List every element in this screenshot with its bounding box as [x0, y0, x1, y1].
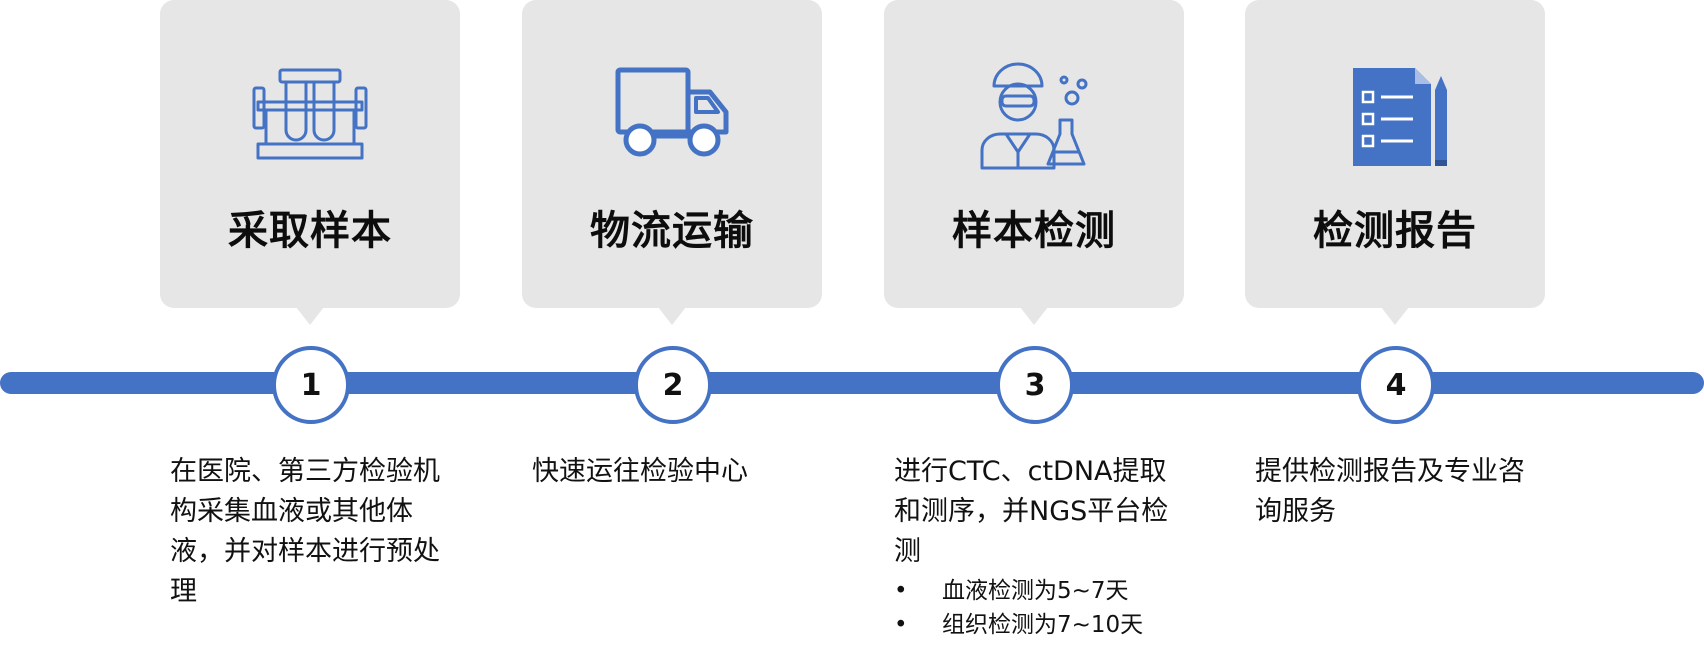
step-number-badge: 1	[272, 346, 350, 424]
description-text: 在医院、第三方检验机构采集血液或其他体液，并对样本进行预处理	[170, 456, 440, 607]
step-2: 物流运输 2 快速运往检验中心	[522, 0, 822, 652]
step-3: 样本检测 3 进行CTC、ctDNA提取和测序，并NGS平台检测 血液检测为5~…	[884, 0, 1184, 652]
step-description: 提供检测报告及专业咨询服务	[1255, 452, 1545, 532]
step-1: 采取样本 1 在医院、第三方检验机构采集血液或其他体液，并对样本进行预处理	[160, 0, 460, 652]
step-card: 采取样本	[160, 0, 460, 308]
step-title: 检测报告	[1313, 208, 1477, 254]
step-4: 检测报告 4 提供检测报告及专业咨询服务	[1245, 0, 1545, 652]
description-text: 提供检测报告及专业咨询服务	[1255, 456, 1525, 527]
step-title: 物流运输	[590, 208, 754, 254]
card-pointer	[1381, 307, 1409, 325]
description-text: 快速运往检验中心	[532, 456, 748, 487]
report-document-icon	[1353, 68, 1447, 166]
card-pointer	[658, 307, 686, 325]
card-pointer	[296, 307, 324, 325]
test-tubes-rack-icon	[252, 68, 368, 160]
step-title: 采取样本	[228, 208, 392, 254]
step-card: 物流运输	[522, 0, 822, 308]
list-item: 组织检测为7~10天	[894, 608, 1184, 642]
step-number-badge: 4	[1357, 346, 1435, 424]
step-number-badge: 3	[996, 346, 1074, 424]
step-card: 检测报告	[1245, 0, 1545, 308]
card-pointer	[1020, 307, 1048, 325]
step-title: 样本检测	[952, 208, 1116, 254]
step-description: 在医院、第三方检验机构采集血液或其他体液，并对样本进行预处理	[170, 452, 460, 612]
lab-scientist-icon	[980, 62, 1088, 170]
step-description: 进行CTC、ctDNA提取和测序，并NGS平台检测 血液检测为5~7天 组织检测…	[894, 452, 1184, 642]
step-description: 快速运往检验中心	[532, 452, 822, 492]
list-item: 血液检测为5~7天	[894, 574, 1184, 608]
delivery-truck-icon	[615, 67, 729, 157]
step-number-badge: 2	[634, 346, 712, 424]
description-text: 进行CTC、ctDNA提取和测序，并NGS平台检测	[894, 456, 1169, 567]
timeline-line	[0, 372, 1704, 394]
detail-list: 血液检测为5~7天 组织检测为7~10天	[894, 574, 1184, 642]
step-card: 样本检测	[884, 0, 1184, 308]
